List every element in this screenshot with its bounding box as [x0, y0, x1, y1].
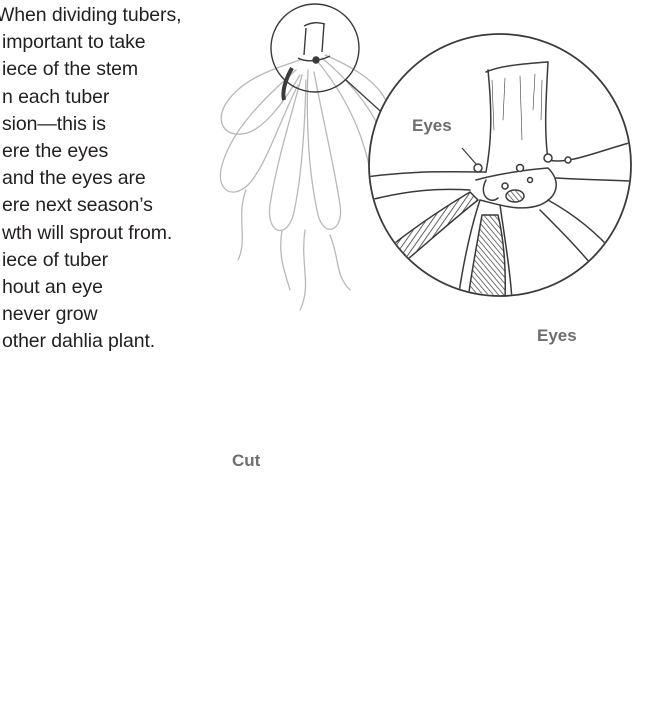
cut-label: Cut: [232, 451, 260, 471]
eyes-label-zoom: Eyes: [412, 116, 452, 136]
zoom-detail: [360, 34, 649, 300]
eyes-label-tuber: Eyes: [537, 326, 577, 346]
top-clump-stem: [283, 23, 330, 100]
